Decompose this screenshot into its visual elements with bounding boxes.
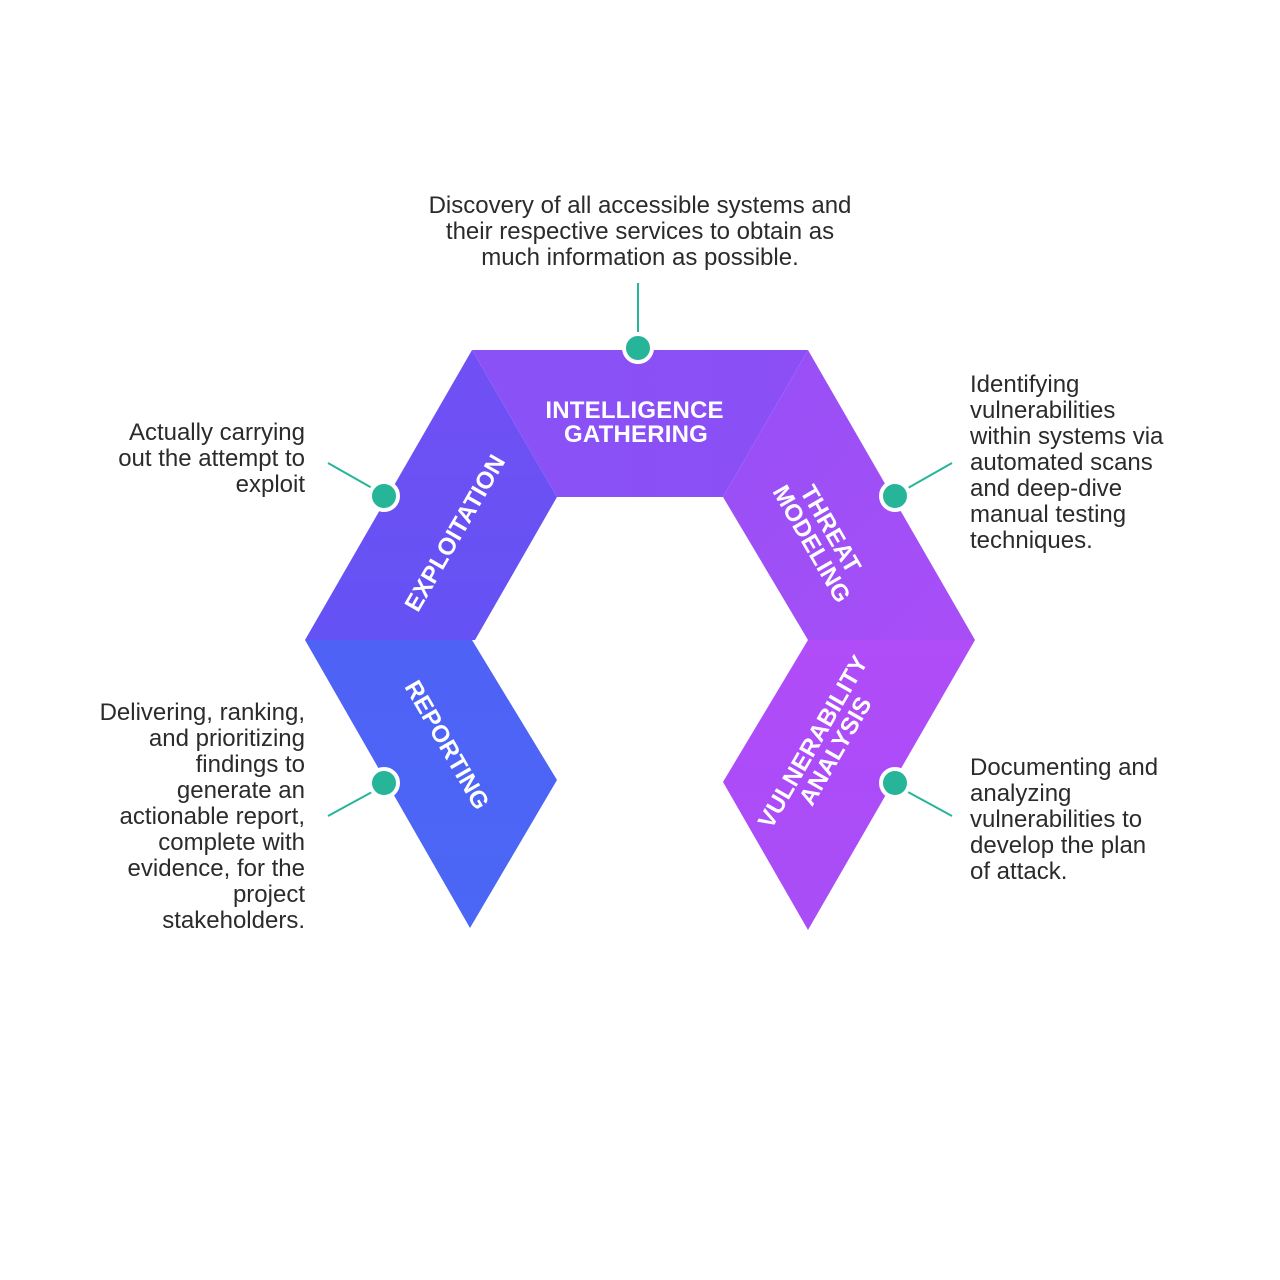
segment-reporting (305, 640, 557, 928)
intelligence-gathering-description: Discovery of all accessible systems and … (428, 192, 852, 271)
segment-vulnerability-analysis (723, 640, 975, 930)
segment-threat-modeling (723, 350, 975, 640)
exploitation-description: Actually carrying out the attempt to exp… (118, 419, 305, 498)
connector-line-vulnerability (907, 791, 953, 817)
reporting-description: Delivering, ranking, and prioritizing fi… (99, 699, 305, 934)
threat-modeling-description: Identifying vulnerabilities within syste… (970, 371, 1164, 554)
vulnerability-analysis-description: Documenting and analyzing vulnerabilitie… (970, 754, 1159, 885)
segment-exploitation (305, 350, 557, 640)
connector-dot-reporting (368, 767, 400, 799)
connector-dot-intelligence (622, 332, 654, 364)
connector-dot-threat (879, 480, 911, 512)
connector-dot-exploitation (368, 480, 400, 512)
connector-line-threat (907, 462, 953, 489)
connector-dot-vulnerability (879, 767, 911, 799)
connector-line-reporting (327, 791, 373, 817)
connector-line-exploitation (327, 462, 373, 489)
segment-intelligence-gathering (472, 350, 808, 497)
intelligence-gathering-label: INTELLIGENCE GATHERING (545, 397, 730, 448)
